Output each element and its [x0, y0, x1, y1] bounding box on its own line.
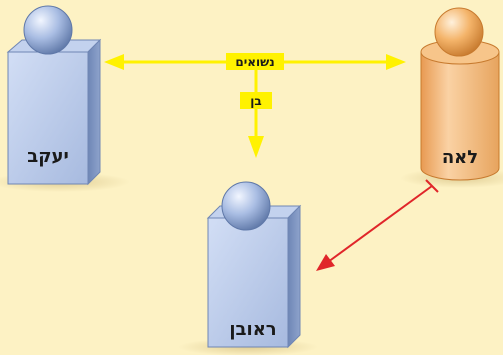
yaakov-label: יעקב [27, 146, 69, 167]
reuven-figure: ראובן [178, 181, 318, 355]
mother-arrow [316, 179, 439, 271]
marriage-label-box: נשואים [226, 53, 284, 70]
yaakov-figure: יעקב [0, 5, 130, 192]
son-label: בן [250, 94, 261, 108]
marriage-label: נשואים [235, 55, 274, 69]
son-arrow [248, 62, 264, 158]
leah-label: לאה [442, 147, 478, 168]
leah-figure: לאה [400, 7, 503, 188]
son-label-box: בן [240, 92, 272, 109]
reuven-label: ראובן [229, 319, 276, 340]
